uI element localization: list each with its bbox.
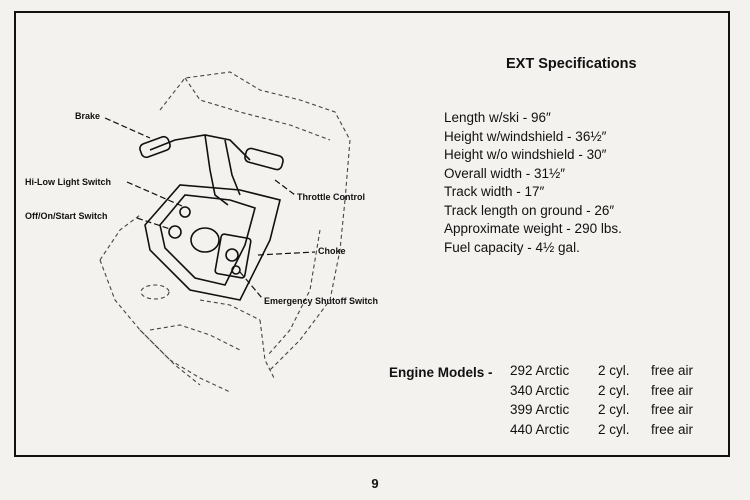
- engine-cylinders: 2 cyl.: [598, 421, 630, 437]
- engine-row: 440 Arctic 2 cyl. free air: [510, 422, 693, 442]
- engine-models-label: Engine Models -: [389, 365, 493, 380]
- engine-cylinders: 2 cyl.: [598, 402, 630, 417]
- engine-model: 399 Arctic: [510, 402, 570, 417]
- spec-item: Height w/o windshield - 30″: [444, 147, 607, 162]
- engine-cooling: free air: [651, 402, 694, 417]
- callout-choke: Choke: [318, 246, 346, 256]
- engine-cooling: free air: [651, 421, 694, 437]
- engine-model: 292 Arctic: [510, 363, 570, 378]
- spec-item: Track width - 17″: [444, 184, 545, 199]
- spec-item: Approximate weight - 290 lbs.: [444, 221, 622, 236]
- spec-title: EXT Specifications: [506, 56, 637, 72]
- engine-model: 340 Arctic: [510, 382, 570, 398]
- callout-brake: Brake: [75, 111, 101, 121]
- engine-cooling: free air: [651, 363, 694, 378]
- spec-item: Height w/windshield - 36½″: [444, 128, 607, 144]
- engine-row: 292 Arctic 2 cyl. free air: [510, 363, 693, 383]
- spec-item: Length w/ski - 96″: [444, 110, 551, 125]
- engine-cooling: free air: [651, 382, 694, 398]
- engine-models-table: 292 Arctic 2 cyl. free air 340 Arctic 2 …: [510, 363, 693, 441]
- page-number: 9: [371, 476, 379, 491]
- callout-hi-low-light-switch: Hi-Low Light Switch: [25, 177, 111, 187]
- spec-item: Overall width - 31½″: [444, 165, 566, 181]
- callout-emergency-shutoff-switch: Emergency Shutoff Switch: [264, 296, 379, 306]
- engine-cylinders: 2 cyl.: [598, 382, 630, 398]
- engine-model: 440 Arctic: [510, 421, 570, 437]
- spec-item: Track length on ground - 26″: [444, 202, 615, 218]
- page-border: [14, 11, 730, 457]
- engine-cylinders: 2 cyl.: [598, 363, 630, 378]
- engine-row: 340 Arctic 2 cyl. free air: [510, 383, 693, 403]
- spec-list: Length w/ski - 96″ Height w/windshield -…: [444, 109, 622, 257]
- spec-item: Fuel capacity - 4½ gal.: [444, 239, 580, 255]
- callout-throttle-control: Throttle Control: [297, 192, 365, 202]
- engine-row: 399 Arctic 2 cyl. free air: [510, 402, 693, 422]
- callout-off-on-start-switch: Off/On/Start Switch: [25, 211, 108, 221]
